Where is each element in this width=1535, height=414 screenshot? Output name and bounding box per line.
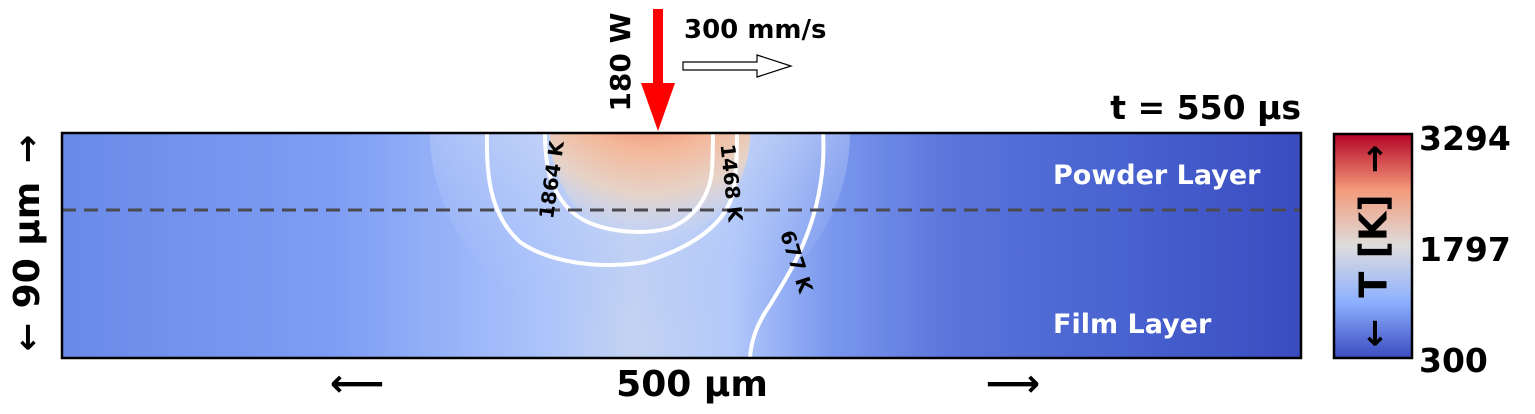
laser-power-label: 180 W (604, 12, 637, 111)
height-down-arrow: ← (8, 323, 48, 352)
film-layer-label: Film Layer (1053, 309, 1212, 340)
isotherm-contours (484, 133, 826, 358)
time-label: t = 550 µs (1110, 88, 1301, 127)
colorbar-down-arrow: ← (1355, 319, 1395, 348)
melt-pool (550, 133, 750, 243)
height-label: 90 µm (7, 182, 48, 309)
colorbar-axis-label-group: ← T [K] → (1352, 145, 1396, 348)
height-dimension: ← 90 µm → (7, 135, 48, 352)
colorbar-max-label: 3294 (1419, 119, 1511, 158)
colorbar: ← T [K] → 3294 1797 300 (1332, 119, 1511, 380)
colorbar-label: T [K] (1352, 194, 1396, 297)
laser-beam-shaft (653, 9, 663, 85)
scan-direction-arrow (682, 54, 793, 78)
width-label: 500 µm (616, 364, 768, 405)
colorbar-mid-label: 1797 (1419, 230, 1511, 269)
powder-layer-label: Powder Layer (1053, 160, 1261, 191)
height-up-arrow: → (8, 135, 48, 164)
width-right-arrow: ⟶ (986, 361, 1040, 405)
width-left-arrow: ⟵ (330, 361, 384, 405)
isotherm-1468-contour (484, 133, 739, 268)
isotherm-677-contour (748, 133, 826, 358)
colorbar-min-label: 300 (1419, 341, 1488, 380)
scan-speed-label: 300 mm/s (684, 15, 826, 45)
colorbar-up-arrow: → (1355, 145, 1395, 174)
isotherm-1864-contour (543, 133, 715, 234)
domain-frame (60, 131, 1303, 360)
colorbar-gradient (1332, 132, 1414, 360)
laser-beam-head (641, 83, 675, 131)
laser-beam-arrow (641, 9, 675, 131)
